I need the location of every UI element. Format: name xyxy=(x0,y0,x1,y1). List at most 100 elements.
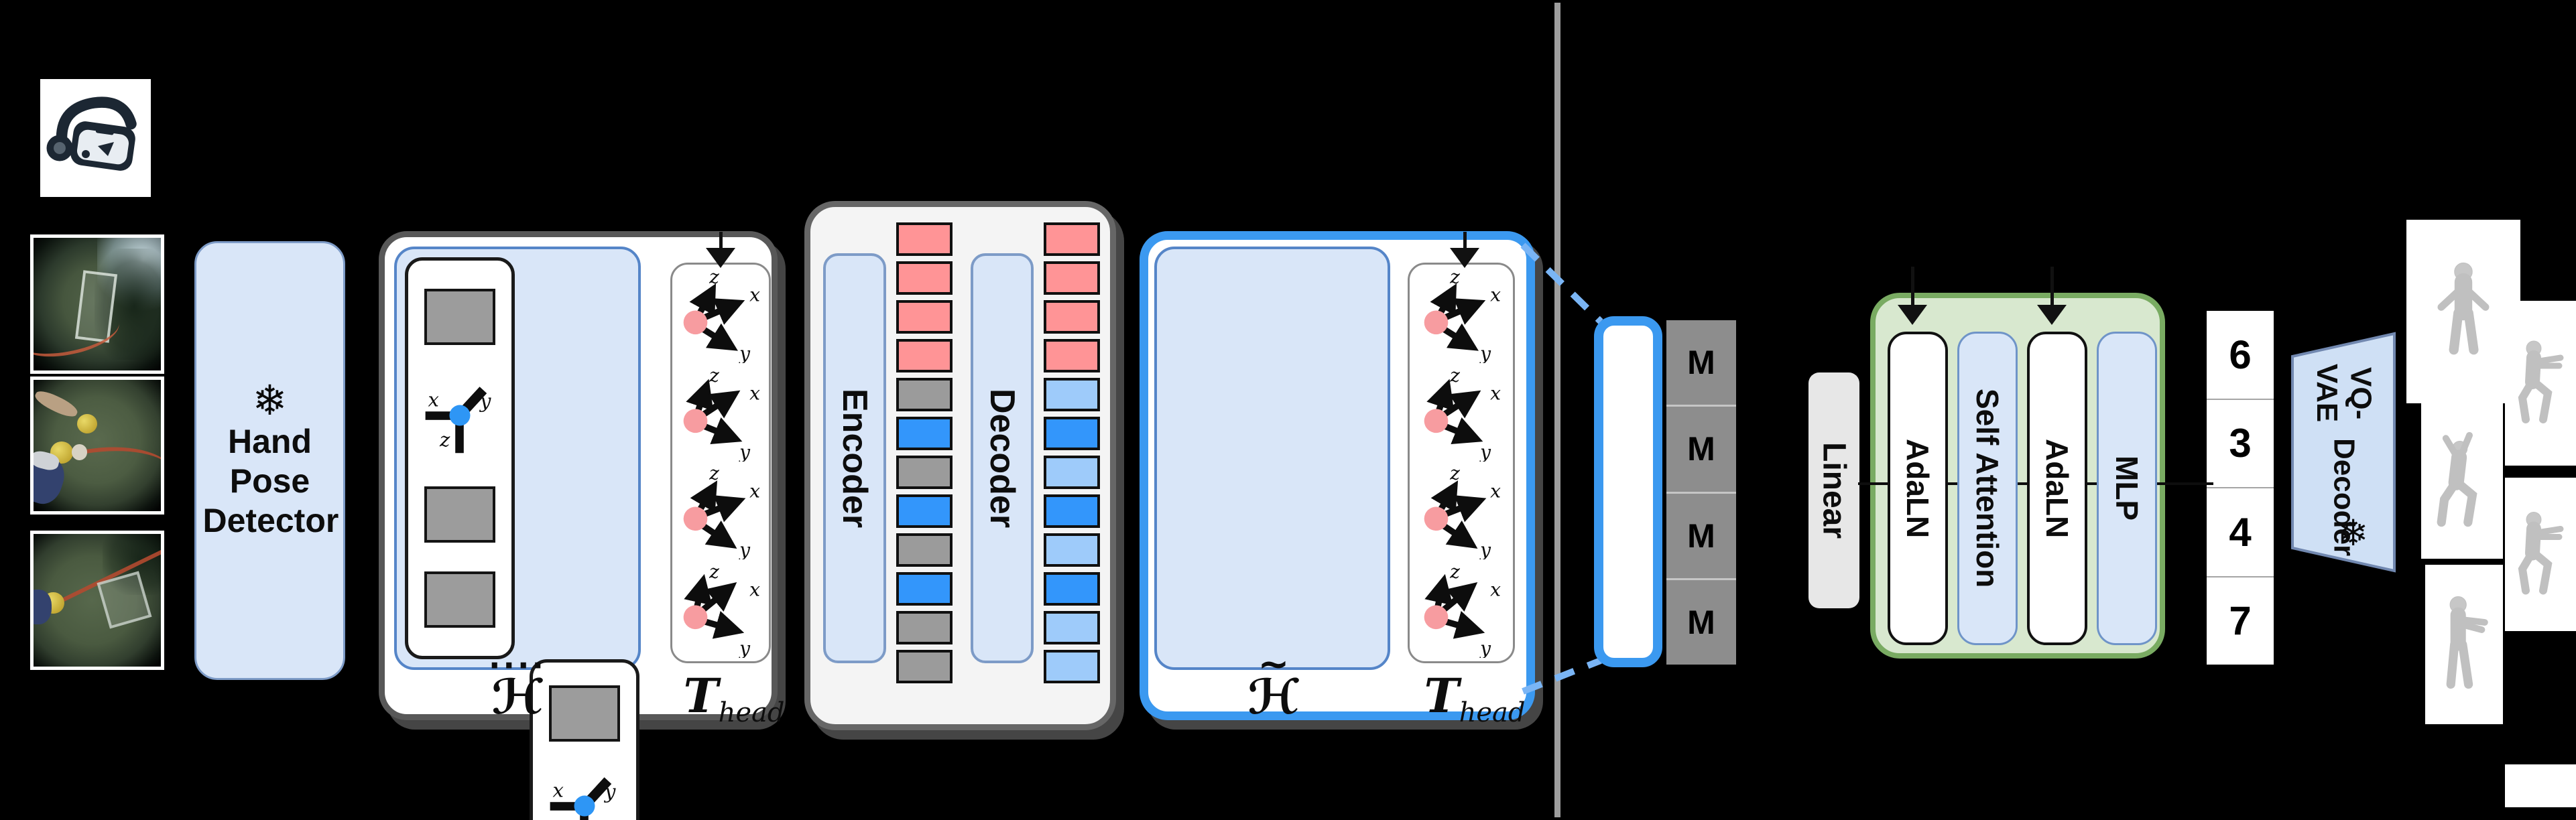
svg-text:z: z xyxy=(709,268,719,288)
input-arrow-stem-b xyxy=(1463,232,1467,249)
svg-text:z: z xyxy=(1449,464,1460,484)
head-pose-triad: zxy xyxy=(683,563,760,658)
token-pink xyxy=(896,261,953,295)
svg-text:y: y xyxy=(738,539,751,559)
head-pose-triad: zxy xyxy=(683,366,760,462)
memory-token: M xyxy=(1666,493,1736,578)
h-tilde-base: ℋ xyxy=(1247,669,1300,725)
memory-token: M xyxy=(1666,407,1736,492)
mesh-card-standing-arms-out xyxy=(2406,220,2520,403)
token-lightblue xyxy=(1044,611,1100,644)
memory-token: M xyxy=(1666,320,1736,405)
token-blue xyxy=(1044,494,1100,528)
human-mesh-figure xyxy=(2437,431,2477,527)
token-gray xyxy=(896,533,953,567)
head-pose-triad: zxy xyxy=(1424,366,1501,462)
token-gray xyxy=(896,650,953,683)
svg-text:z: z xyxy=(1449,268,1460,288)
svg-text:x: x xyxy=(749,283,760,305)
svg-text:z: z xyxy=(709,464,719,484)
token-lightblue xyxy=(1044,456,1100,489)
mesh-card-arms-forward-standing xyxy=(2425,565,2503,724)
svg-text:x: x xyxy=(1490,382,1501,404)
svg-text:x: x xyxy=(749,382,760,404)
condition-token-block xyxy=(1594,316,1662,667)
vqvae-decoder-trapezoid xyxy=(2291,332,2396,573)
conditioning-arrow-stem-2 xyxy=(2050,267,2054,305)
token-pink xyxy=(1044,300,1100,334)
token-blue xyxy=(896,494,953,528)
section-divider xyxy=(1554,3,1560,817)
token-gray xyxy=(896,456,953,489)
linear-block: Linear xyxy=(1808,372,1859,608)
human-mesh-figure xyxy=(2518,340,2564,423)
image-patch-token xyxy=(549,685,620,742)
h-ddot-dots: ···· xyxy=(489,647,546,683)
human-mesh-figure xyxy=(2518,512,2564,595)
svg-text:x: x xyxy=(749,579,760,601)
head-pose-triad: z x y xyxy=(683,464,760,559)
token-pink xyxy=(1044,261,1100,295)
image-patch-token xyxy=(424,571,495,628)
egocentric-fisheye-frame-3 xyxy=(30,531,164,670)
head-pose-triad: zxy xyxy=(1424,563,1501,658)
token-gray xyxy=(896,378,953,411)
svg-text:x: x xyxy=(428,388,439,411)
svg-text:x: x xyxy=(1490,480,1501,502)
conditioning-arrow-head-1 xyxy=(1898,305,1927,325)
dit-adaln-block: AdaLN xyxy=(2027,332,2087,645)
svg-text:z: z xyxy=(1449,563,1460,583)
trajectory-container xyxy=(1154,247,1390,670)
h-ddot-label: ℋ···· xyxy=(450,650,585,721)
svg-text:z: z xyxy=(709,366,719,387)
memory-token: M xyxy=(1666,579,1736,665)
head-pose-triad: zxy xyxy=(1424,464,1501,559)
mesh-card-arms-forward-squat xyxy=(2505,478,2576,631)
token-blue xyxy=(1044,417,1100,450)
token-pink xyxy=(1044,222,1100,256)
human-mesh-figure xyxy=(2437,262,2490,355)
input-arrow-head-b xyxy=(1450,248,1479,268)
frozen-snowflake-icon-vqvae: ❄ xyxy=(2338,513,2369,553)
token-pink xyxy=(1044,339,1100,372)
encoder-token-column xyxy=(896,222,953,689)
hand-pose-detector-block: ❄ Hand Pose Detector xyxy=(194,241,345,680)
decoder-token-column xyxy=(1044,222,1100,689)
head-pose-triad: zxy xyxy=(1424,268,1501,363)
conditioning-arrow-head-2 xyxy=(2037,305,2067,325)
conditioning-arrow-stem-1 xyxy=(1911,267,1914,305)
dit-mlp-block: MLP xyxy=(2097,332,2157,645)
code-index: 3 xyxy=(2207,399,2274,487)
svg-text:z: z xyxy=(1449,366,1460,387)
human-mesh-figure xyxy=(2446,596,2488,689)
token-blue xyxy=(896,572,953,606)
token-pink xyxy=(896,339,953,372)
token-blue xyxy=(896,417,953,450)
egocentric-fisheye-frame-2 xyxy=(30,377,164,515)
svg-text:x: x xyxy=(749,480,760,502)
token-gray xyxy=(896,611,953,644)
token-pink xyxy=(896,300,953,334)
token-blue xyxy=(1044,572,1100,606)
svg-text:x: x xyxy=(553,778,564,801)
dashed-connector-lines xyxy=(1520,243,1603,695)
image-patch-token xyxy=(424,486,495,543)
frozen-snowflake-icon: ❄ xyxy=(252,378,288,424)
svg-text:y: y xyxy=(479,389,491,412)
egocentric-fisheye-frame-1 xyxy=(30,234,164,374)
hand-pose-detector-label: Hand Pose Detector xyxy=(202,423,339,539)
input-arrow-stem-a xyxy=(719,232,723,249)
mesh-card-arms-forward-squat xyxy=(2505,301,2576,466)
encoder-block: Encoder xyxy=(823,253,886,663)
token-lightblue xyxy=(1044,533,1100,567)
code-index: 7 xyxy=(2207,577,2274,665)
h-tilde-label: ℋ∼ xyxy=(1207,646,1341,722)
dit-self-attention-block: Self Attention xyxy=(1957,332,2018,645)
